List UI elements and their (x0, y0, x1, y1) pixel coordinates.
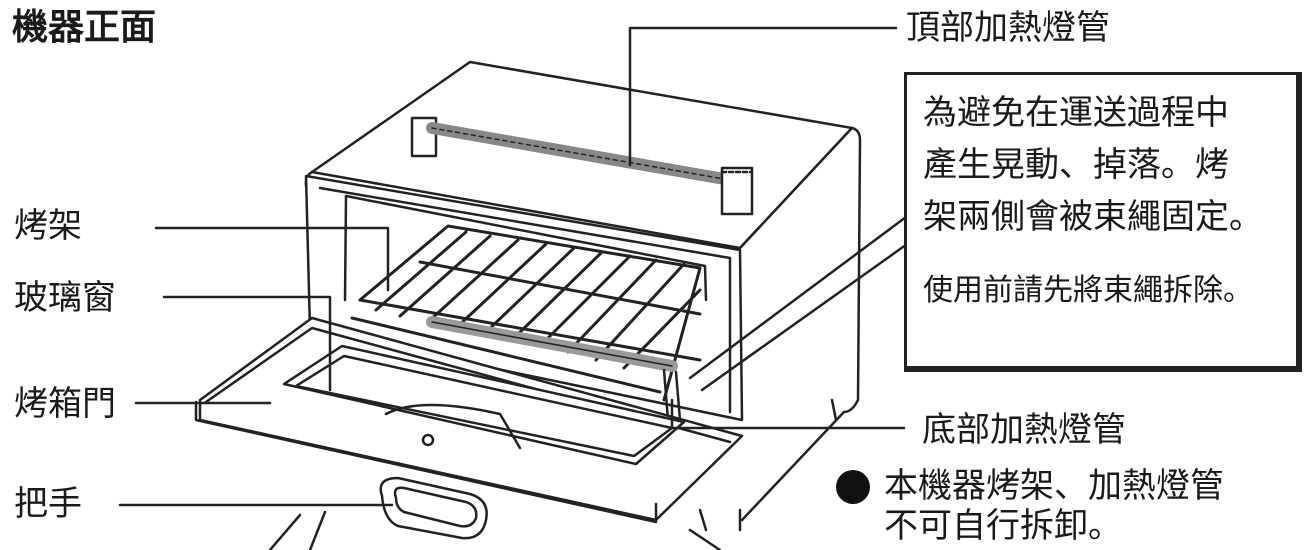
label-glass-window: 玻璃窗 (14, 278, 116, 318)
leader-rope-2 (700, 240, 912, 392)
leader-bottom-heater (670, 398, 906, 430)
rack-grid (350, 224, 702, 402)
note-line-3: 架兩側會被束繩固定。 (923, 197, 1263, 237)
top-heater-tube (410, 116, 754, 216)
label-handle: 把手 (14, 484, 82, 524)
warning-line-1: 本機器烤架、加熱燈管 (884, 466, 1224, 506)
leader-rope-1 (688, 212, 912, 380)
shipping-note-box: 為避免在運送過程中 產生晃動、掉落。烤 架兩側會被束繩固定。 使用前請先將束繩拆… (904, 72, 1302, 372)
label-oven-door: 烤箱門 (14, 384, 116, 424)
note-remove-ties: 使用前請先將束繩拆除。 (923, 273, 1253, 308)
note-line-1: 為避免在運送過程中 (923, 93, 1229, 133)
note-line-2: 產生晃動、掉落。烤 (923, 145, 1229, 185)
diagram-title: 機器正面 (12, 7, 157, 48)
glass-window (282, 344, 686, 466)
warning-line-2: 不可自行拆卸。 (884, 506, 1122, 546)
oven-body-side (738, 126, 862, 522)
label-rack: 烤架 (14, 206, 82, 246)
label-top-heater: 頂部加熱燈管 (906, 8, 1110, 48)
leader-top-heater (628, 26, 898, 167)
door-handle (379, 476, 488, 540)
leader-rack (154, 226, 390, 292)
label-bottom-heater: 底部加熱燈管 (922, 410, 1126, 450)
warning-bullet-icon (836, 470, 870, 504)
rope-tie (662, 368, 682, 422)
leader-glass-window (162, 295, 332, 392)
bottom-heater-tube (426, 316, 678, 372)
